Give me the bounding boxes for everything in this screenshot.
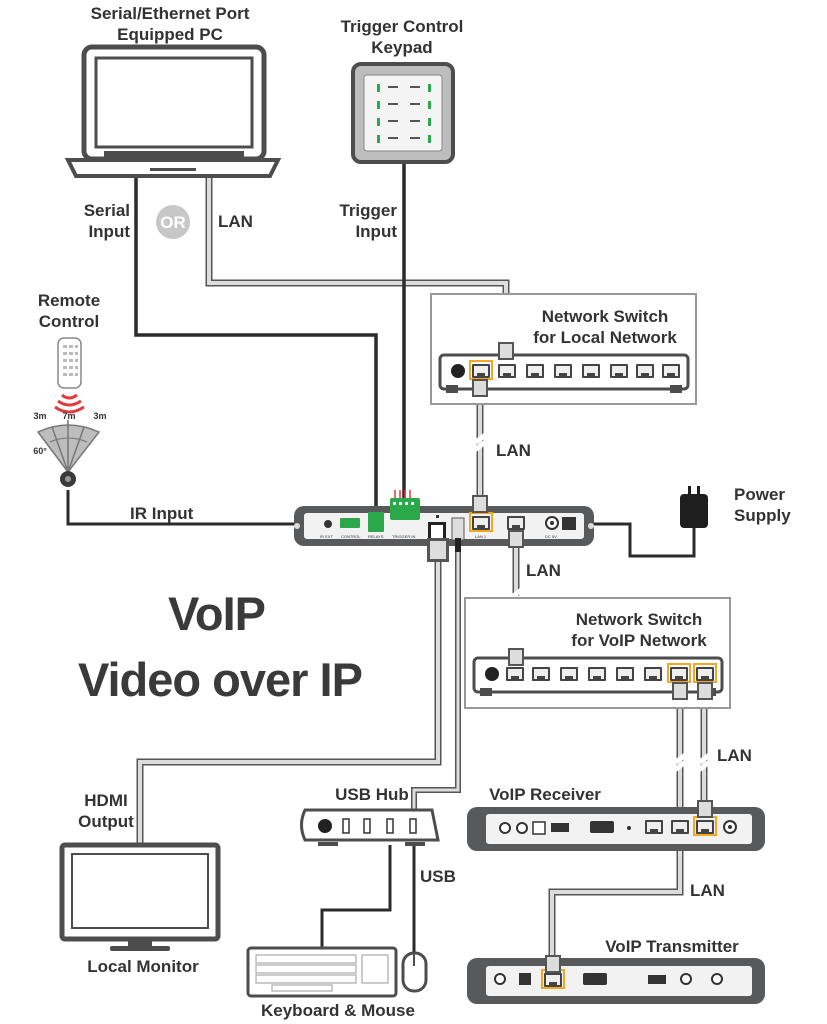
local-monitor [59, 842, 221, 951]
power-supply [680, 486, 708, 528]
transmitter-lan-label: LAN [690, 881, 725, 900]
voip-subtitle: Video over IP [78, 653, 363, 706]
serial-input-label: Serial Input [83, 201, 130, 241]
voip-title: VoIP [168, 587, 266, 640]
usb-label: USB [420, 867, 456, 886]
pc-lan-label: LAN [218, 212, 253, 231]
local-monitor-label: Local Monitor [87, 957, 199, 976]
trigger-keypad [351, 62, 455, 164]
voip-network-switch [464, 597, 731, 709]
usb-hub-label: USB Hub [335, 785, 409, 804]
ir-range-mid: 7m [62, 411, 76, 421]
receiver-lan-label: LAN [717, 746, 752, 765]
voip-switch-label: Network Switch for VoIP Network [571, 610, 707, 650]
keyboard-mouse-label: Keyboard & Mouse [261, 1001, 415, 1020]
svg-text:RELAYS: RELAYS [368, 534, 384, 539]
svg-text:LAN 1: LAN 1 [475, 534, 487, 539]
keyboard [246, 946, 398, 998]
local-lan-label: LAN [496, 441, 531, 460]
ir-receiver [60, 471, 76, 487]
or-label: OR [160, 213, 186, 232]
or-badge [156, 205, 190, 239]
voip-transmitter-label: VoIP Transmitter [605, 937, 739, 956]
laptop-pc [64, 44, 282, 178]
keyboard-cable [320, 845, 392, 948]
ir-signal-icon [54, 393, 85, 414]
voip-receiver [467, 800, 765, 851]
svg-text:IR EXT: IR EXT [320, 534, 333, 539]
main-unit: IR EXT CONTROL RELAYS TRIGGER IN LAN 1 D… [294, 490, 594, 562]
svg-text:TRIGGER IN: TRIGGER IN [392, 534, 415, 539]
remote-control-label: Remote Control [37, 291, 101, 331]
ir-angle-label: 60° [33, 446, 47, 456]
usb-hub [300, 808, 440, 846]
ir-range-left: 3m [33, 411, 47, 421]
ir-range-right: 3m [93, 411, 107, 421]
pc-label: Serial/Ethernet Port Equipped PC [90, 4, 250, 44]
local-switch-label: Network Switch for Local Network [533, 307, 677, 347]
serial-cable [134, 178, 378, 512]
svg-text:CONTROL: CONTROL [341, 534, 361, 539]
keypad-label: Trigger Control Keypad [340, 17, 464, 57]
voip-receiver-label: VoIP Receiver [489, 785, 601, 804]
ir-cable [66, 490, 300, 526]
mouse [401, 951, 428, 993]
ir-reception-cone [36, 420, 101, 474]
power-supply-label: Power Supply [734, 485, 791, 525]
ir-input-label: IR Input [130, 504, 194, 523]
hdmi-output-label: HDMI Output [78, 791, 134, 831]
local-network-switch [430, 293, 697, 405]
svg-text:DC 5V: DC 5V [545, 534, 557, 539]
voip-lan-label: LAN [526, 561, 561, 580]
remote-control [57, 337, 82, 389]
power-cable [578, 522, 696, 558]
voip-transmitter [467, 955, 765, 1004]
trigger-input-label: Trigger Input [339, 201, 397, 241]
